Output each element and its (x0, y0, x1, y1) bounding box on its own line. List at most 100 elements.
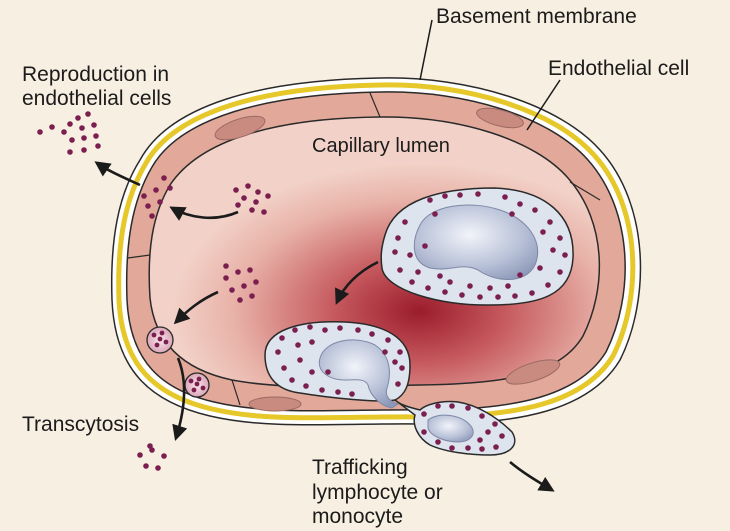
particle-dot (509, 211, 515, 217)
particle-dot (69, 137, 75, 143)
particle-dot (319, 387, 325, 393)
particle-dot (192, 388, 197, 393)
particle-dot (409, 279, 415, 285)
trafficking-label-line2: lymphocyte or (312, 480, 443, 505)
particle-dot (421, 429, 427, 435)
particle-dot (407, 252, 413, 258)
particle-dot (161, 175, 167, 181)
particle-dot (95, 143, 101, 149)
reproduction-label-line1: Reproduction in (22, 62, 169, 87)
particle-dot (465, 405, 471, 411)
particle-dot (502, 194, 508, 200)
particle-dot (85, 111, 91, 117)
particle-dot (467, 283, 473, 289)
particle-dot (369, 331, 375, 337)
particle-dot (532, 207, 538, 213)
leukocyte-upper (381, 188, 573, 305)
particle-dot (337, 325, 343, 331)
particle-dot (279, 335, 285, 341)
arrow-trafficking-out (510, 462, 552, 490)
particle-dot (495, 294, 501, 300)
particle-dot (67, 149, 73, 155)
particle-dot (355, 327, 361, 333)
particle-dot (397, 349, 403, 355)
particle-dot (517, 272, 523, 278)
trafficking-label-line3: monocyte (312, 504, 403, 529)
particle-dot (477, 437, 483, 443)
particle-dot (425, 285, 431, 291)
particle-dot (415, 269, 421, 275)
particle-dot (303, 383, 309, 389)
particle-dot (547, 219, 553, 225)
particle-dot (309, 339, 315, 345)
particle-dot (459, 292, 465, 298)
particle-dot (397, 267, 403, 273)
particle-dot (152, 333, 157, 338)
particle-dot (81, 135, 87, 141)
particle-dot (499, 433, 505, 439)
particle-dot (49, 124, 55, 130)
particle-dot (349, 391, 355, 397)
particle-dot (247, 267, 253, 273)
particle-dot (249, 293, 255, 299)
particle-dot (442, 289, 448, 295)
particle-dot (517, 201, 523, 207)
particle-dot (255, 189, 261, 195)
particle-dot (550, 247, 556, 253)
particle-dot (457, 192, 463, 198)
particle-dot (392, 359, 398, 365)
particle-dot (402, 219, 408, 225)
particle-dot (505, 283, 511, 289)
particle-dot (81, 147, 87, 153)
particle-dot (540, 229, 546, 235)
particle-dot (465, 445, 471, 451)
particle-dot (385, 337, 391, 343)
particle-dot (435, 403, 441, 409)
particle-dot (167, 185, 173, 191)
particle-dot (399, 365, 405, 371)
particle-dot (427, 197, 433, 203)
particle-dot (233, 187, 239, 193)
particle-dot (512, 293, 518, 299)
particle-dot (149, 213, 155, 219)
particle-dot (235, 269, 241, 275)
particle-dot (237, 297, 243, 303)
particle-dot (91, 122, 97, 128)
particle-dot (161, 453, 167, 459)
particle-dot (493, 444, 499, 450)
particle-dot (265, 193, 271, 199)
particle-dot (93, 133, 99, 139)
particle-dot (395, 235, 401, 241)
particle-dot (145, 203, 151, 209)
particle-dot (229, 287, 235, 293)
particle-dot (537, 265, 543, 271)
particle-dot (141, 193, 147, 199)
particle-dot (325, 369, 331, 375)
particle-dot (147, 443, 153, 449)
particle-dot (249, 207, 255, 213)
particle-dot (292, 327, 298, 333)
particle-dot (137, 452, 143, 458)
transcytosis-label: Transcytosis (22, 412, 139, 437)
particle-dot (479, 446, 485, 452)
particle-dot (432, 211, 438, 217)
particle-dot (143, 463, 149, 469)
particle-dot (437, 273, 443, 279)
particle-dot (37, 129, 43, 135)
particle-dot (309, 369, 315, 375)
particle-dot (492, 421, 498, 427)
particle-dot (253, 199, 259, 205)
particle-dot (335, 389, 341, 395)
particle-dot (197, 377, 202, 382)
particle-dot (67, 121, 73, 127)
particle-dot (557, 269, 563, 275)
particle-dot (485, 429, 491, 435)
particle-dot (75, 115, 81, 121)
particle-dot (449, 445, 455, 451)
trafficking-label-line1: Trafficking (312, 455, 408, 480)
particle-dot (261, 209, 267, 215)
particle-dot (545, 282, 551, 288)
particle-dot (307, 324, 313, 330)
particle-dot (477, 294, 483, 300)
particle-dot (422, 243, 428, 249)
